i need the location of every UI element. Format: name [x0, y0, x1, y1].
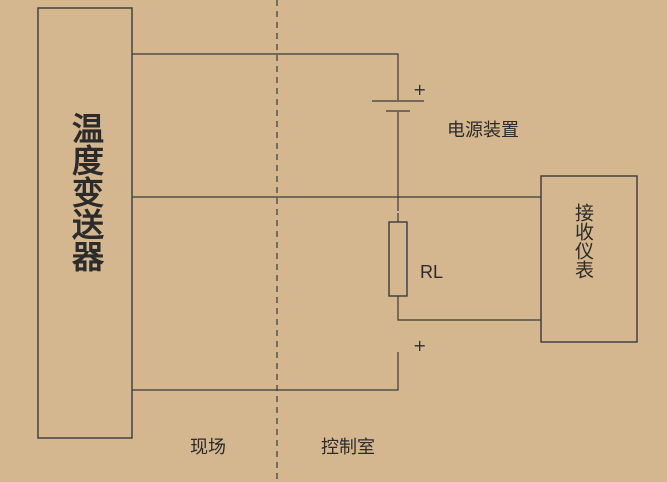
receiver-box — [540, 175, 638, 343]
receiver-label: 接收仪表 — [572, 203, 594, 279]
transmitter-box — [37, 7, 133, 439]
control-room-label: 控制室 — [321, 437, 375, 458]
transmitter-label: 温度变送器 — [67, 112, 105, 272]
wire-to-receiver — [397, 304, 541, 321]
wire-bottom — [132, 352, 399, 391]
resistor-label: RL — [420, 262, 444, 282]
plus-sign-bottom: + — [413, 336, 427, 355]
wire-top — [132, 53, 399, 100]
power-supply-label: 电源装置 — [447, 120, 519, 141]
field-label: 现场 — [190, 437, 226, 458]
plus-sign-top: + — [413, 80, 427, 99]
resistor-rl — [388, 221, 408, 297]
